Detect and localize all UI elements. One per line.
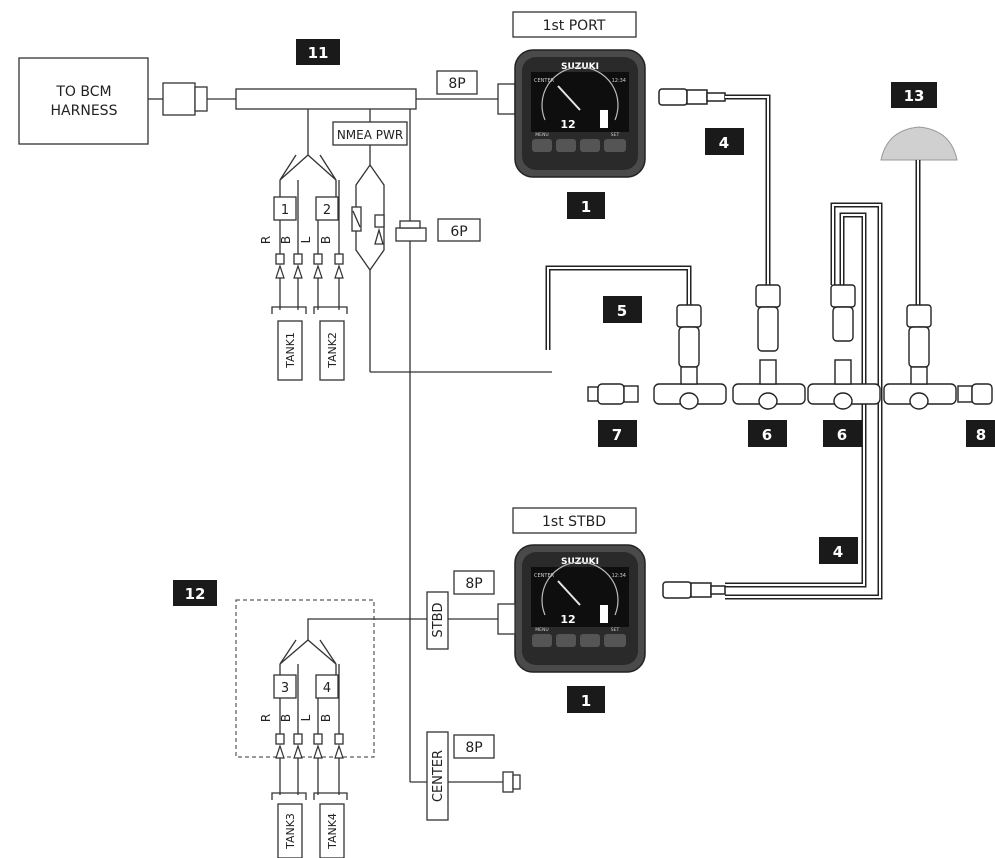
port-gauge-mode: CENTER <box>534 78 555 84</box>
bcm-harness-label-1: TO BCM <box>55 84 111 100</box>
callout-6-b-label: 6 <box>837 426 847 444</box>
center-tag-label: CENTER <box>431 750 446 802</box>
stbd-tag-label: STBD <box>431 602 446 637</box>
port-drop-cable <box>658 88 771 285</box>
conn-6p-label: 6P <box>450 224 467 240</box>
wire-r-bot: R <box>259 714 273 722</box>
tank2-label: TANK2 <box>326 332 339 369</box>
tank-senders-top: 1 2 R B L B TANK1 TANK2 <box>259 109 348 381</box>
conn-8p-top-label: 8P <box>448 76 465 92</box>
stbd-branch: STBD 8P <box>307 570 516 650</box>
port-gauge-time: 12:34 <box>612 78 626 84</box>
stbd-gauge: SUZUKI CENTER 12:34 12 MENU SET <box>514 544 646 673</box>
terminals-top <box>275 253 344 279</box>
wire-r-top: R <box>259 236 273 244</box>
stbd-gauge-time: 12:34 <box>612 573 626 579</box>
fuse-4-label: 4 <box>323 681 331 696</box>
callout-5: 5 <box>603 296 642 323</box>
callout-7-label: 7 <box>612 426 622 444</box>
stbd-gauge-set: SET <box>611 627 620 633</box>
callout-8-label: 8 <box>976 426 986 444</box>
stbd-gauge-title-label: 1st STBD <box>542 514 606 530</box>
callout-1-stbd-label: 1 <box>581 692 591 710</box>
bcm-harness: TO BCM HARNESS <box>18 57 208 145</box>
stbd-gauge-title: 1st STBD <box>512 507 637 534</box>
callout-13-label: 13 <box>904 87 925 105</box>
callout-4-bot: 4 <box>819 537 858 564</box>
callout-6-a-label: 6 <box>762 426 772 444</box>
center-branch: CENTER 8P <box>410 731 521 821</box>
bcm-harness-label-2: HARNESS <box>51 103 118 119</box>
tank-senders-bottom: 3 4 R B L B TANK3 TANK4 <box>259 639 348 858</box>
tank1-label: TANK1 <box>284 332 297 369</box>
port-gauge-title: 1st PORT <box>512 11 637 38</box>
wire-b2-bot: B <box>319 714 333 722</box>
callout-1-stbd: 1 <box>567 686 605 713</box>
conn-8p-center-label: 8P <box>465 740 482 756</box>
callout-8: 8 <box>966 420 995 447</box>
stbd-gauge-mode: CENTER <box>534 573 555 579</box>
callout-11: 11 <box>296 39 340 65</box>
gps-antenna: 13 <box>880 82 958 305</box>
tank3-label: TANK3 <box>284 813 297 850</box>
nmea-pwr-label: NMEA PWR <box>337 128 403 142</box>
stbd-gauge-value: 12 <box>560 613 575 626</box>
port-gauge-value: 12 <box>560 118 575 131</box>
callout-4-bot-label: 4 <box>833 543 843 561</box>
callout-5-label: 5 <box>617 302 627 320</box>
tank-harness-boundary <box>235 599 375 758</box>
port-gauge: SUZUKI CENTER 12:34 12 MENU SET <box>514 49 646 178</box>
callout-1-port-label: 1 <box>581 198 591 216</box>
fuse-1-label: 1 <box>281 203 289 218</box>
callout-6-b: 6 <box>823 420 862 447</box>
wire-b2-top: B <box>319 236 333 244</box>
nmea-pwr: NMEA PWR <box>332 109 552 373</box>
callout-1-port: 1 <box>567 192 605 219</box>
stbd-gauge-menu: MENU <box>535 627 548 633</box>
callout-4-top-label: 4 <box>719 134 729 152</box>
tank4-label: TANK4 <box>326 813 339 850</box>
callout-12-label: 12 <box>185 585 206 603</box>
callout-12: 12 <box>173 580 217 606</box>
fuse-2-label: 2 <box>323 203 331 218</box>
callout-4-top: 4 <box>705 128 744 155</box>
port-gauge-menu: MENU <box>535 132 548 138</box>
wire-l-top: L <box>299 236 313 243</box>
port-gauge-set: SET <box>611 132 620 138</box>
callout-11-label: 11 <box>308 44 329 62</box>
port-gauge-title-label: 1st PORT <box>543 18 606 34</box>
stbd-drop-cable <box>662 202 883 600</box>
wire-b1-top: B <box>279 236 293 244</box>
terminals-bottom <box>275 733 344 759</box>
conn-8p-stbd-label: 8P <box>465 576 482 592</box>
wire-l-bot: L <box>299 714 313 721</box>
nmea-backbone <box>587 284 993 410</box>
power-cable <box>545 265 692 350</box>
conn-6p: 6P <box>395 109 481 782</box>
callout-6-a: 6 <box>748 420 787 447</box>
callout-7: 7 <box>598 420 637 447</box>
main-harness: 8P <box>207 70 516 115</box>
wire-b1-bot: B <box>279 714 293 722</box>
fuse-3-label: 3 <box>281 681 289 696</box>
